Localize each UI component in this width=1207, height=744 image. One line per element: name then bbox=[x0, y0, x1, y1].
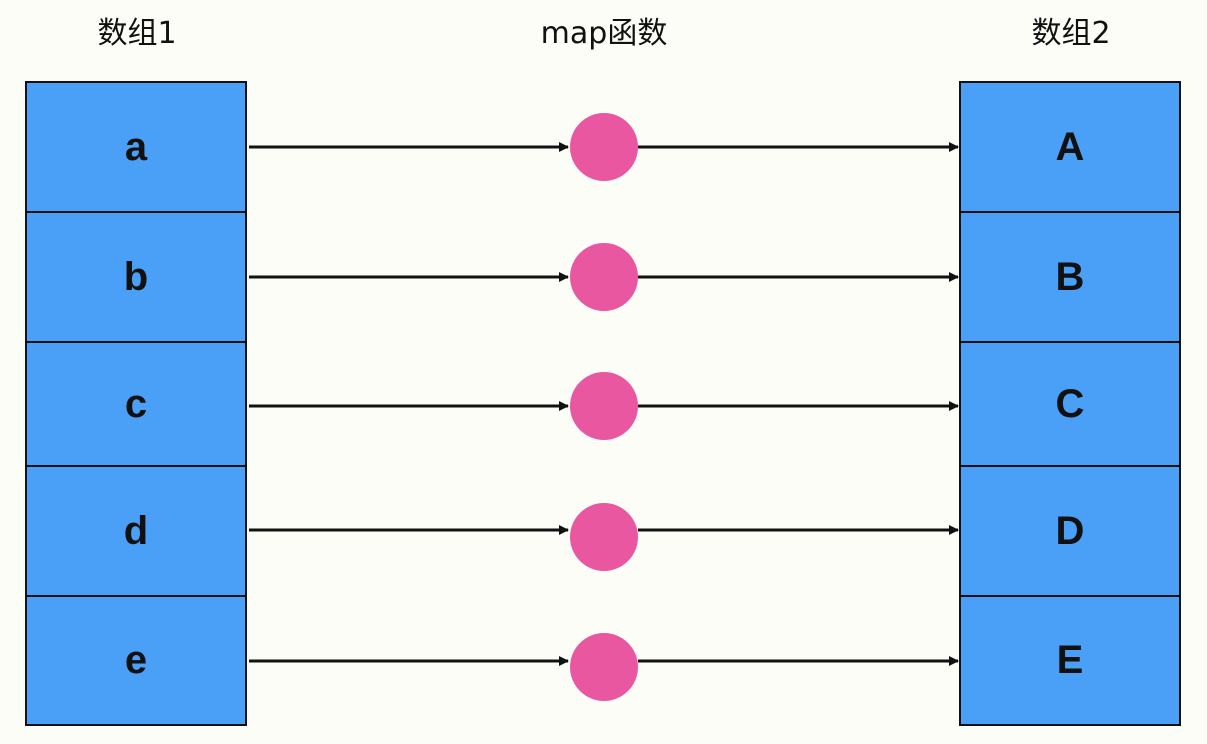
array1-box: a b c d e bbox=[25, 81, 247, 726]
array1-title: 数组1 bbox=[97, 16, 177, 51]
mapping-row bbox=[249, 503, 959, 571]
mapping-row bbox=[249, 633, 959, 701]
map-function-node bbox=[570, 113, 638, 181]
array2-title: 数组2 bbox=[1031, 16, 1111, 51]
map-function-node bbox=[570, 633, 638, 701]
mapping-row bbox=[249, 372, 959, 440]
array1-cell: e bbox=[124, 638, 148, 682]
array2-cell: C bbox=[961, 343, 1179, 467]
mapping-row bbox=[249, 113, 959, 181]
array2-cell: D bbox=[961, 467, 1179, 597]
array1-cell: a bbox=[27, 83, 245, 213]
array2-box: A B C D E bbox=[959, 81, 1181, 726]
mapping-row bbox=[249, 243, 959, 311]
array2-cell: A bbox=[961, 83, 1179, 213]
map-function-node bbox=[570, 372, 638, 440]
map-function-node bbox=[570, 503, 638, 571]
array2-cell: B bbox=[961, 213, 1179, 343]
array1-cell: d bbox=[27, 467, 245, 597]
map-function-title: map函数 bbox=[540, 16, 668, 51]
array1-cell: c bbox=[27, 343, 245, 467]
array2-cell: E bbox=[1056, 638, 1084, 682]
array1-cell: b bbox=[27, 213, 245, 343]
map-function-node bbox=[570, 243, 638, 311]
